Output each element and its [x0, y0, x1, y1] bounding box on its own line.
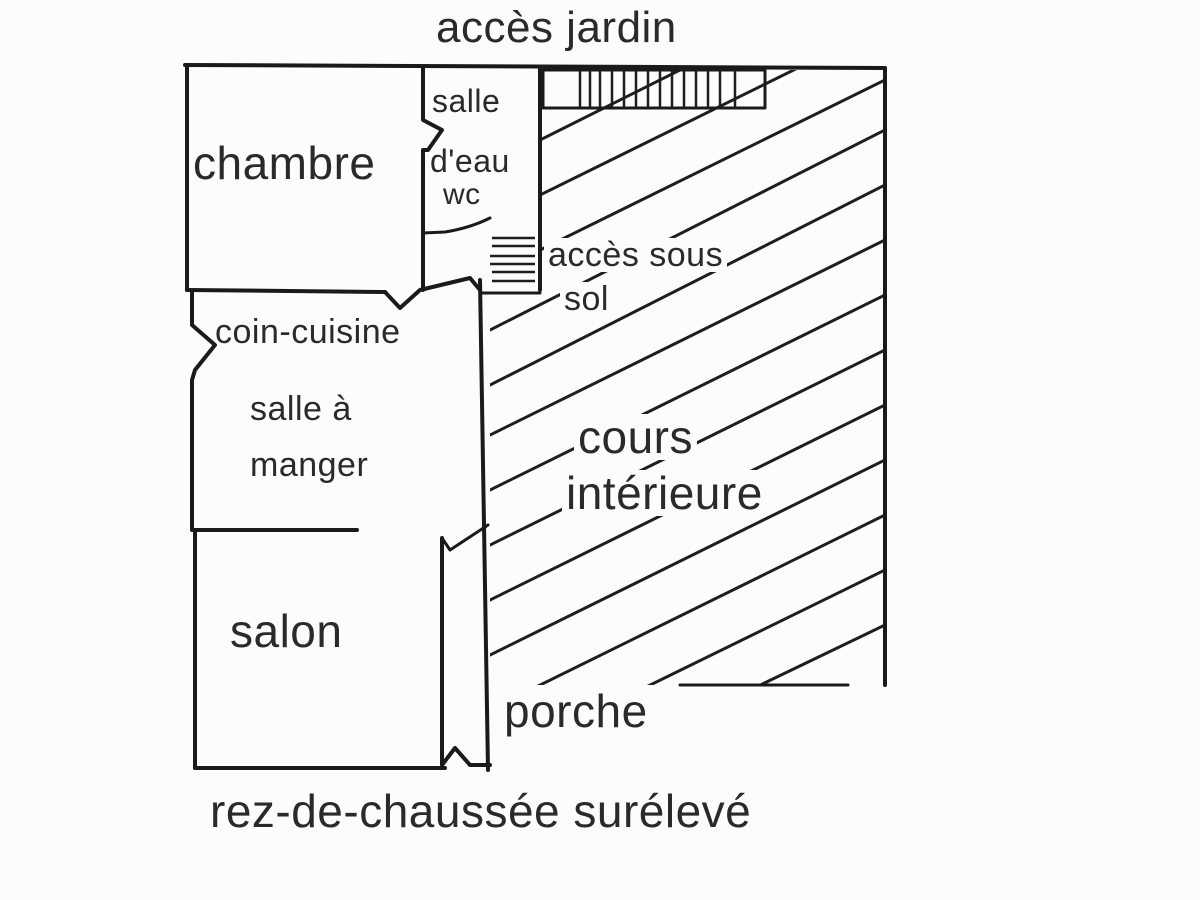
- room-label-salle-deau-line1: salle: [432, 83, 501, 119]
- garden-steps-icon: [541, 68, 767, 110]
- room-label-salon: salon: [230, 605, 343, 657]
- room-label-coin-cuisine: coin-cuisine: [215, 313, 401, 351]
- plan-title: rez-de-chaussée surélevé: [210, 785, 752, 837]
- room-label-cours-interieure-line1: cours: [574, 414, 697, 460]
- interior-walls: [193, 66, 850, 772]
- room-label-cours-interieure-line2: intérieure: [562, 470, 767, 516]
- room-label-salle-a-manger-line2: manger: [250, 446, 369, 484]
- room-label-wc: wc: [443, 178, 481, 211]
- basement-stairs-icon: [490, 236, 535, 283]
- courtyard-hatching: [490, 70, 885, 685]
- outer-walls: [183, 63, 887, 770]
- room-label-chambre: chambre: [193, 137, 376, 189]
- garden-access-label: accès jardin: [436, 3, 677, 52]
- basement-access-label-line1: accès sous: [544, 238, 728, 272]
- room-label-porche: porche: [500, 688, 652, 734]
- room-label-salle-a-manger-line1: salle à: [250, 390, 352, 428]
- room-label-salle-deau-line2: d'eau: [430, 143, 510, 179]
- basement-access-label-line2: sol: [560, 282, 613, 316]
